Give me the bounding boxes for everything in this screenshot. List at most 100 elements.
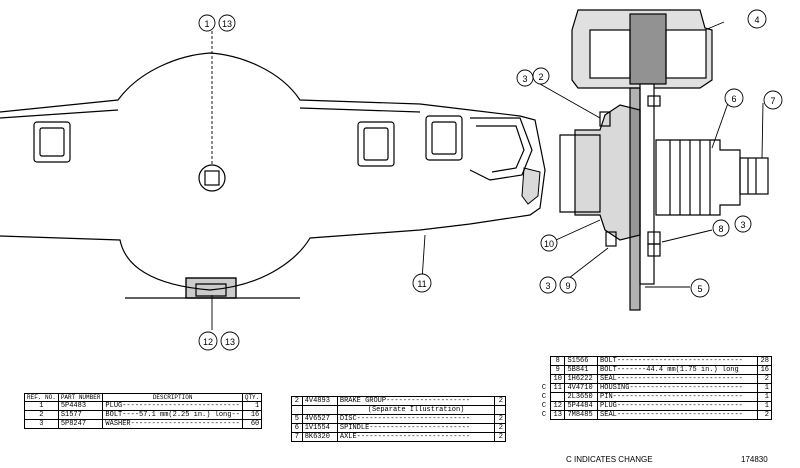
- callout-8: [712, 219, 730, 237]
- cell-ref: 9: [549, 365, 566, 375]
- change-mark: C: [541, 402, 547, 410]
- callout-7-label: 7: [770, 96, 775, 106]
- callout-13b-label: 13: [225, 337, 235, 347]
- change-note: C INDICATES CHANGE: [566, 455, 653, 464]
- table-row: 6 1V1554 SPINDLE------------------------…: [291, 423, 506, 433]
- callout-3c: [539, 276, 557, 294]
- cell-part: 2L3650: [564, 392, 599, 402]
- cell-desc: PLUG------------------------------: [597, 401, 758, 411]
- plug-circle: [198, 164, 226, 192]
- callout-10-label: 10: [544, 239, 554, 249]
- change-mark: C: [541, 393, 547, 401]
- callout-1-label: 1: [204, 19, 209, 29]
- change-mark: [538, 375, 551, 384]
- cell-desc: BOLT-------44.4 mm(1.75 in.) long: [597, 365, 758, 375]
- cell-qty: 2: [494, 423, 506, 433]
- callout-11-label: 11: [417, 279, 426, 289]
- cell-ref: 3: [24, 419, 59, 429]
- callout-13a: [218, 14, 236, 32]
- cell-part: 4V4893: [301, 396, 338, 406]
- cell-part: 4V4710: [564, 383, 599, 393]
- callout-1: [198, 14, 216, 32]
- table-row: 1 5P4483 PLUG---------------------------…: [24, 401, 263, 411]
- housing-window-right: [357, 121, 395, 167]
- header-ref: REF. NO.: [24, 393, 59, 402]
- brake-spindle-assembly: [559, 9, 769, 311]
- cell-ref: 10: [549, 374, 566, 384]
- cell-qty: [494, 405, 506, 415]
- callout-13a-label: 13: [222, 19, 232, 29]
- table-row: 5 4V6527 DISC---------------------------…: [291, 414, 506, 424]
- cell-desc: HOUSING---------------------------: [597, 383, 758, 393]
- table-row: 7 8K6320 AXLE---------------------------…: [291, 432, 506, 442]
- header-desc: DESCRIPTION: [102, 393, 243, 402]
- cell-qty: 1: [756, 401, 773, 411]
- callout-4-label: 4: [754, 15, 759, 25]
- callout-2-label: 2: [538, 72, 543, 82]
- table-row: 9 5B841 BOLT-------44.4 mm(1.75 in.) lon…: [538, 365, 773, 375]
- callout-8-label: 8: [718, 224, 723, 234]
- callout-3c-label: 3: [545, 281, 550, 291]
- callout-13b: [220, 331, 240, 351]
- cell-part: 1V1554: [301, 423, 338, 433]
- cell-ref: [291, 405, 303, 415]
- housing-window-left: [33, 121, 71, 163]
- cell-ref: 8: [549, 356, 566, 366]
- cell-part: 5P4483: [57, 401, 104, 411]
- cell-ref: 2: [291, 396, 303, 406]
- callout-5: [690, 278, 710, 298]
- callout-11: [412, 273, 432, 293]
- cell-desc: DISC---------------------------: [336, 414, 496, 424]
- table-row: 3 5P8247 WASHER-------------------------…: [24, 419, 263, 429]
- callout-6-label: 6: [731, 94, 736, 104]
- cell-qty: 2: [756, 374, 773, 384]
- cell-qty: 28: [756, 356, 773, 366]
- callout-3b-label: 3: [740, 220, 745, 230]
- cell-qty: 1: [756, 392, 773, 402]
- leader-lines: [211, 21, 764, 330]
- cell-part: S1577: [57, 410, 104, 420]
- cell-desc: BRAKE GROUP--------------------: [336, 396, 496, 406]
- table-row: C 12 5P4484 PLUG------------------------…: [538, 401, 773, 411]
- cell-qty: 2: [756, 410, 773, 420]
- callout-7: [763, 90, 783, 110]
- table-row: 10 1H6222 SEAL--------------------------…: [538, 374, 773, 384]
- table-row: C 2L3650 PIN----------------------------…: [538, 392, 773, 402]
- change-mark: C: [541, 384, 547, 392]
- cell-desc: SEAL------------------------------: [597, 374, 758, 384]
- cell-desc: BOLT------------------------------: [597, 356, 758, 366]
- cell-ref: 13: [549, 410, 566, 420]
- cell-part: [301, 405, 338, 415]
- parts-table-2: 2 4V4893 BRAKE GROUP--------------------…: [291, 396, 506, 442]
- header-part: PART NUMBER: [57, 393, 104, 402]
- cell-ref: 1: [24, 401, 59, 411]
- change-mark: C: [541, 411, 547, 419]
- parts-table-1: REF. NO. PART NUMBER DESCRIPTION QTY. 1 …: [24, 393, 263, 429]
- drawing-number: 174830: [741, 455, 768, 464]
- cell-qty: 2: [494, 432, 506, 442]
- header-qty: QTY.: [241, 393, 263, 402]
- cell-part: 7M8485: [564, 410, 599, 420]
- cell-qty: 60: [241, 419, 263, 429]
- cell-qty: 2: [494, 414, 506, 424]
- cell-qty: 16: [756, 365, 773, 375]
- cell-ref: 5: [291, 414, 303, 424]
- change-mark: [538, 366, 551, 375]
- cell-part: S1566: [564, 356, 599, 366]
- cell-desc: WASHER--------------------------: [102, 419, 243, 429]
- callout-4: [747, 9, 767, 29]
- table-row: 2 4V4893 BRAKE GROUP--------------------…: [291, 396, 506, 406]
- table-row: 2 S1577 BOLT----57.1 mm(2.25 in.) long--…: [24, 410, 263, 420]
- cell-part: 1H6222: [564, 374, 599, 384]
- cell-desc: PLUG----------------------------: [102, 401, 243, 411]
- table-row: C 13 7M8485 SEAL------------------------…: [538, 410, 773, 420]
- change-mark: [538, 357, 551, 366]
- cell-desc: BOLT----57.1 mm(2.25 in.) long--: [102, 410, 243, 420]
- callout-9-label: 9: [565, 281, 570, 291]
- table-row: 8 S1566 BOLT----------------------------…: [538, 356, 773, 366]
- callout-3b: [734, 215, 752, 233]
- cell-desc: (Separate Illustration): [336, 405, 496, 415]
- cell-desc: PIN-------------------------------: [597, 392, 758, 402]
- axle-housing: [0, 52, 546, 299]
